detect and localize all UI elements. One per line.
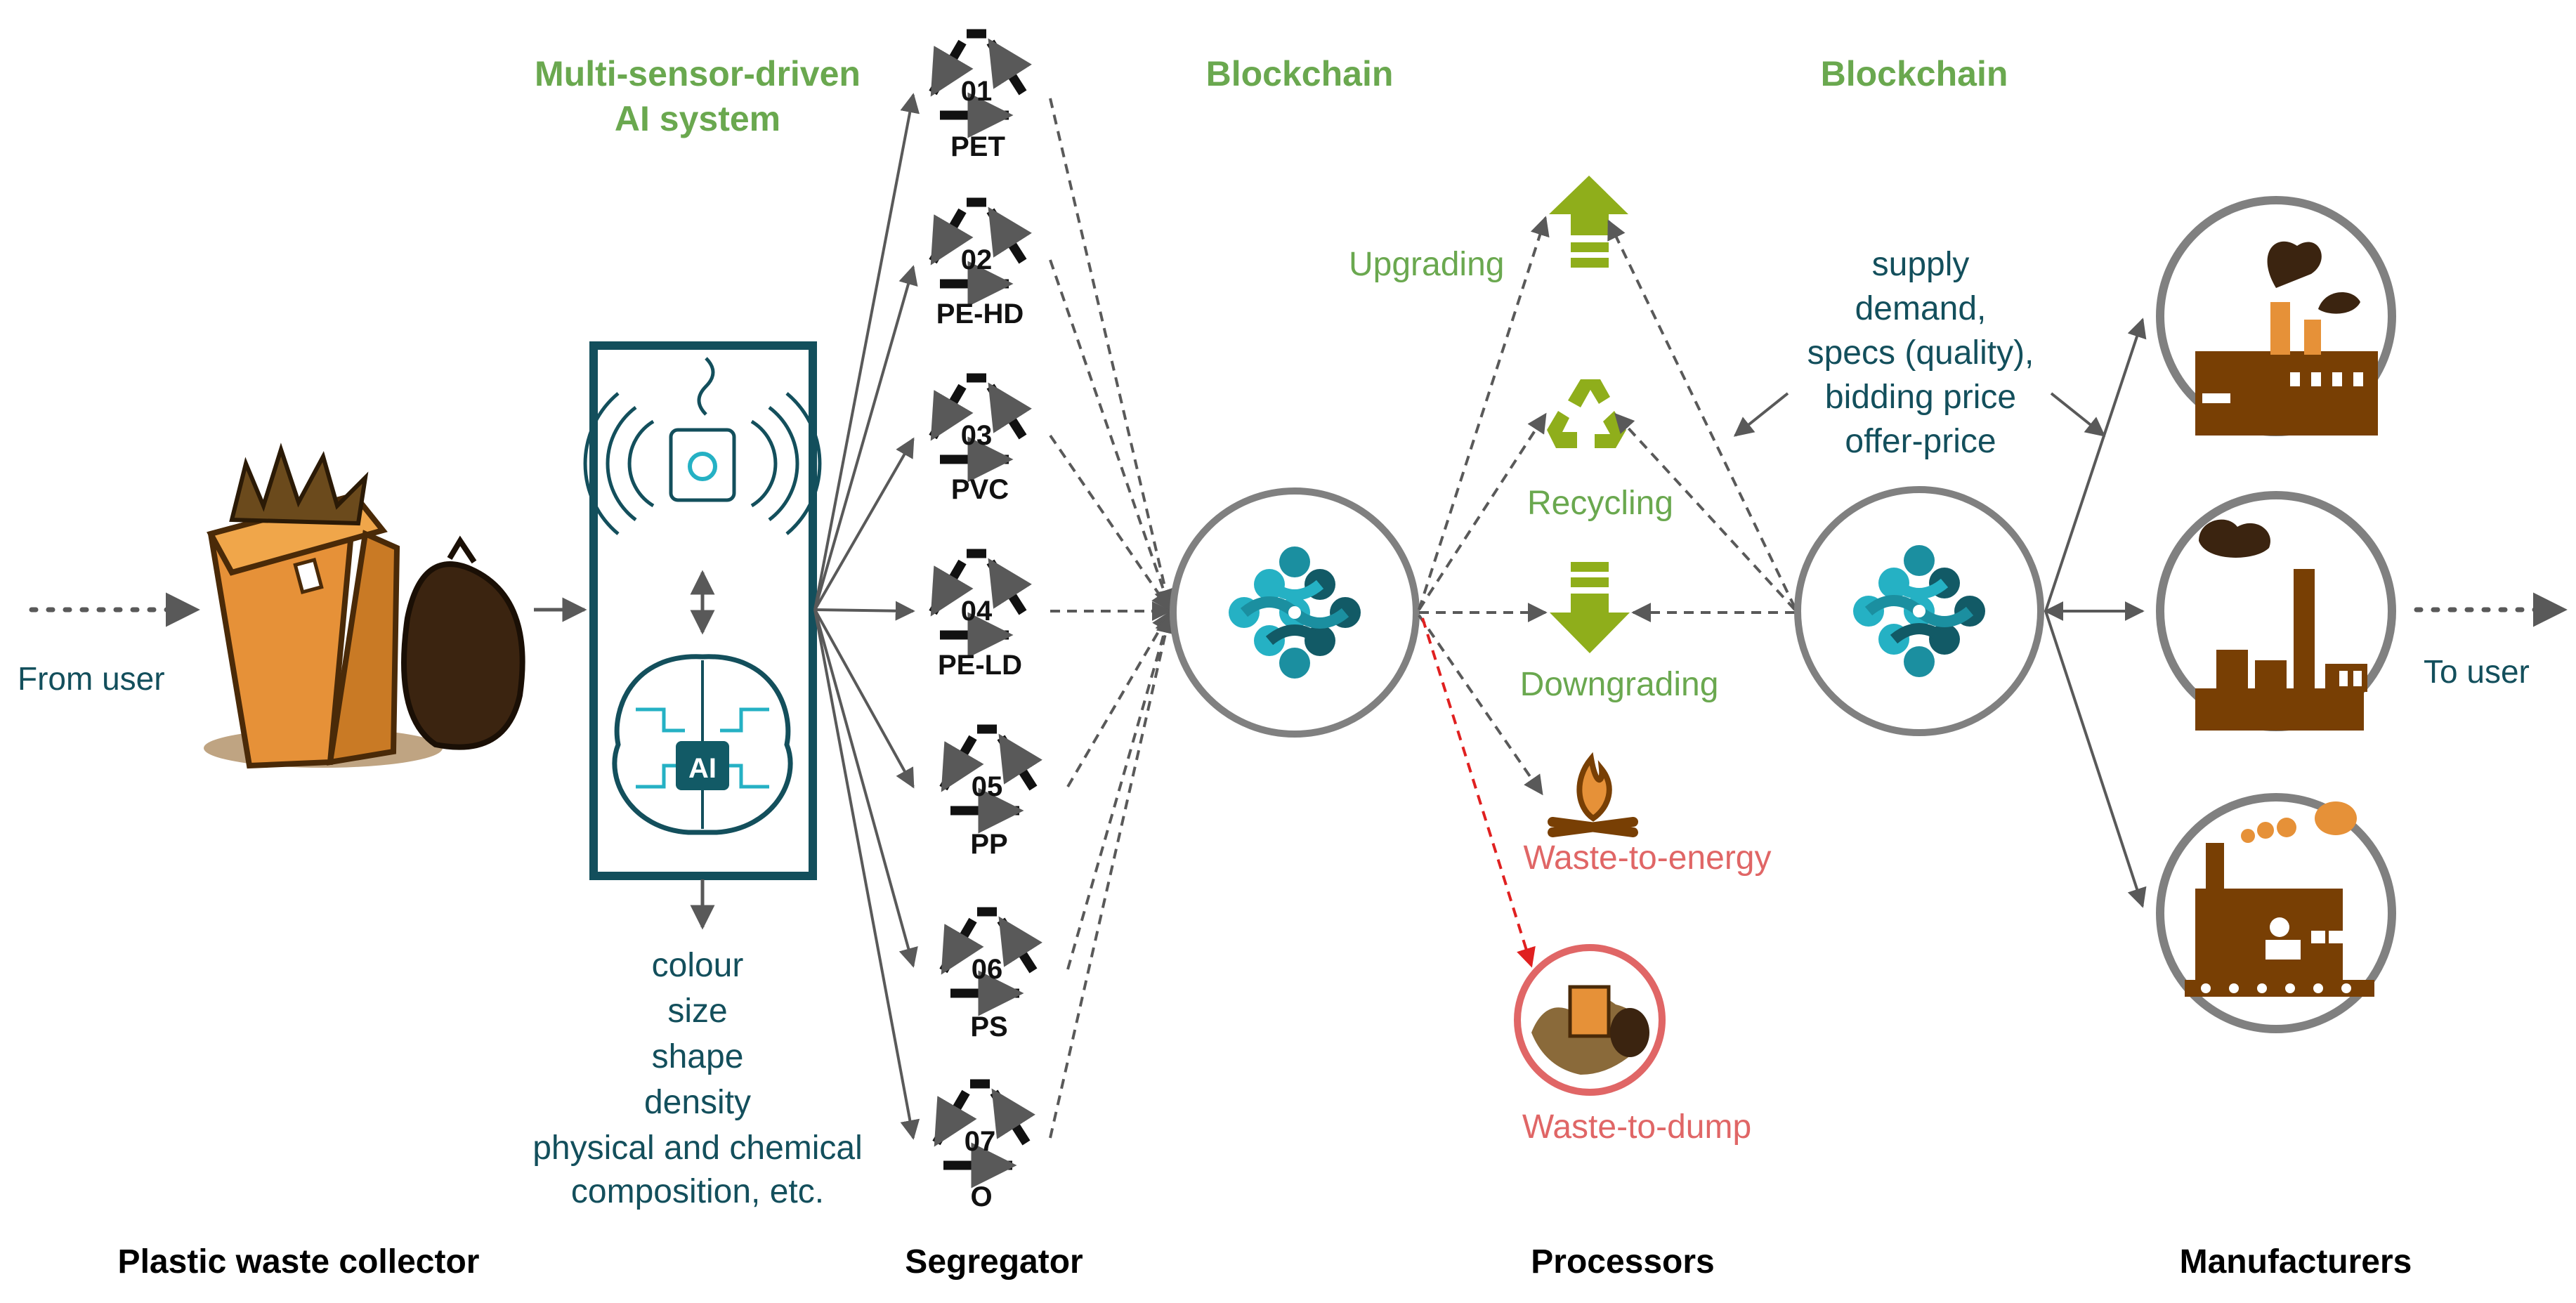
feature-composition: composition, etc.: [571, 1173, 824, 1210]
plastic-code-07: 07 O: [936, 1084, 1026, 1212]
blockchain-to-manufacturers-arrows: [2044, 317, 2147, 908]
plastic-code-02: 02 PE-HD: [933, 202, 1024, 329]
fire-icon: [1548, 752, 1638, 837]
market-info-offer-price: offer-price: [1845, 423, 1996, 460]
section-title-collector: Plastic waste collector: [118, 1243, 480, 1281]
blockchain-label-2: Blockchain: [1821, 54, 2008, 93]
market-info-supply: supply: [1872, 246, 1970, 283]
section-title-manufacturers: Manufacturers: [2180, 1243, 2412, 1281]
waste-to-energy-label: Waste-to-energy: [1523, 839, 1771, 877]
feature-colour: colour: [652, 947, 744, 984]
market-info-list: supply demand, specs (quality), bidding …: [1807, 246, 2034, 460]
plastic-code-number: 04: [961, 596, 993, 627]
market-info-right-arrow: [2050, 392, 2106, 437]
plastic-code-01: 01 PET: [933, 34, 1023, 162]
sensor-icon: [583, 357, 822, 535]
section-title-segregator: Segregator: [905, 1243, 1083, 1281]
plastic-code-name: PE-LD: [938, 650, 1022, 681]
recycling-label: Recycling: [1527, 485, 1673, 522]
market-info-bidding-price: bidding price: [1825, 379, 2016, 416]
plastic-code-number: 06: [972, 954, 1003, 985]
waste-to-dump-red-arrow: [1421, 617, 1536, 968]
upgrading-label: Upgrading: [1349, 246, 1504, 283]
ai-chip-label: AI: [688, 753, 717, 784]
plastics-to-blockchain-dashed-arrows: [1049, 98, 1176, 1139]
plastic-code-name: PS: [970, 1011, 1007, 1042]
feature-physical-chemical: physical and chemical: [532, 1130, 863, 1167]
ai-brain-icon: [612, 654, 793, 835]
plastic-code-04: 04 PE-LD: [933, 554, 1023, 681]
blockchain-to-processors-arrows: [1418, 216, 1550, 796]
processors-to-blockchain-arrows: [1607, 219, 1796, 622]
factory-icon-1: [2156, 196, 2396, 436]
plastic-code-number: 03: [961, 420, 993, 451]
plastic-code-number: 05: [972, 771, 1003, 802]
plastic-code-name: PE-HD: [936, 299, 1024, 329]
plastic-code-number: 01: [961, 76, 993, 107]
plastic-code-05: 05 PP: [943, 729, 1033, 860]
plastic-code-number: 07: [965, 1126, 996, 1157]
waste-bin-icon: [204, 443, 525, 769]
plastic-code-number: 02: [961, 244, 993, 275]
to-user-label: To user: [2424, 653, 2530, 690]
plastic-code-06: 06 PS: [943, 912, 1033, 1042]
downgrading-label: Downgrading: [1520, 666, 1719, 703]
market-info-demand: demand,: [1855, 290, 1987, 327]
section-title-processors: Processors: [1531, 1243, 1715, 1281]
recycling-icon: [1547, 379, 1626, 448]
plastic-code-name: PP: [970, 829, 1007, 860]
ai-features-list: colour size shape density physical and c…: [532, 947, 863, 1210]
waste-to-dump-icon: [1514, 944, 1666, 1096]
ai-system-title-line2: AI system: [615, 99, 780, 138]
market-info-left-arrow: [1733, 392, 1789, 437]
upgrading-arrow-icon: [1549, 176, 1628, 268]
feature-density: density: [644, 1084, 751, 1121]
plastic-code-name: O: [970, 1181, 992, 1212]
plastic-code-name: PET: [950, 131, 1005, 162]
blockchain-label-1: Blockchain: [1206, 54, 1394, 93]
factory-icon-3: [2156, 793, 2396, 1033]
ai-to-plastics-arrows: [813, 93, 920, 1140]
plastic-code-name: PVC: [951, 474, 1009, 505]
plastic-code-03: 03 PVC: [933, 378, 1023, 505]
feature-shape: shape: [652, 1038, 744, 1075]
factory-icon-2: [2156, 491, 2396, 731]
feature-size: size: [667, 993, 727, 1030]
from-user-label: From user: [18, 660, 165, 697]
downgrading-arrow-icon: [1550, 562, 1630, 653]
market-info-specs: specs (quality),: [1807, 334, 2034, 372]
waste-to-dump-label: Waste-to-dump: [1522, 1108, 1751, 1146]
ai-system-title-line1: Multi-sensor-driven: [535, 54, 861, 93]
